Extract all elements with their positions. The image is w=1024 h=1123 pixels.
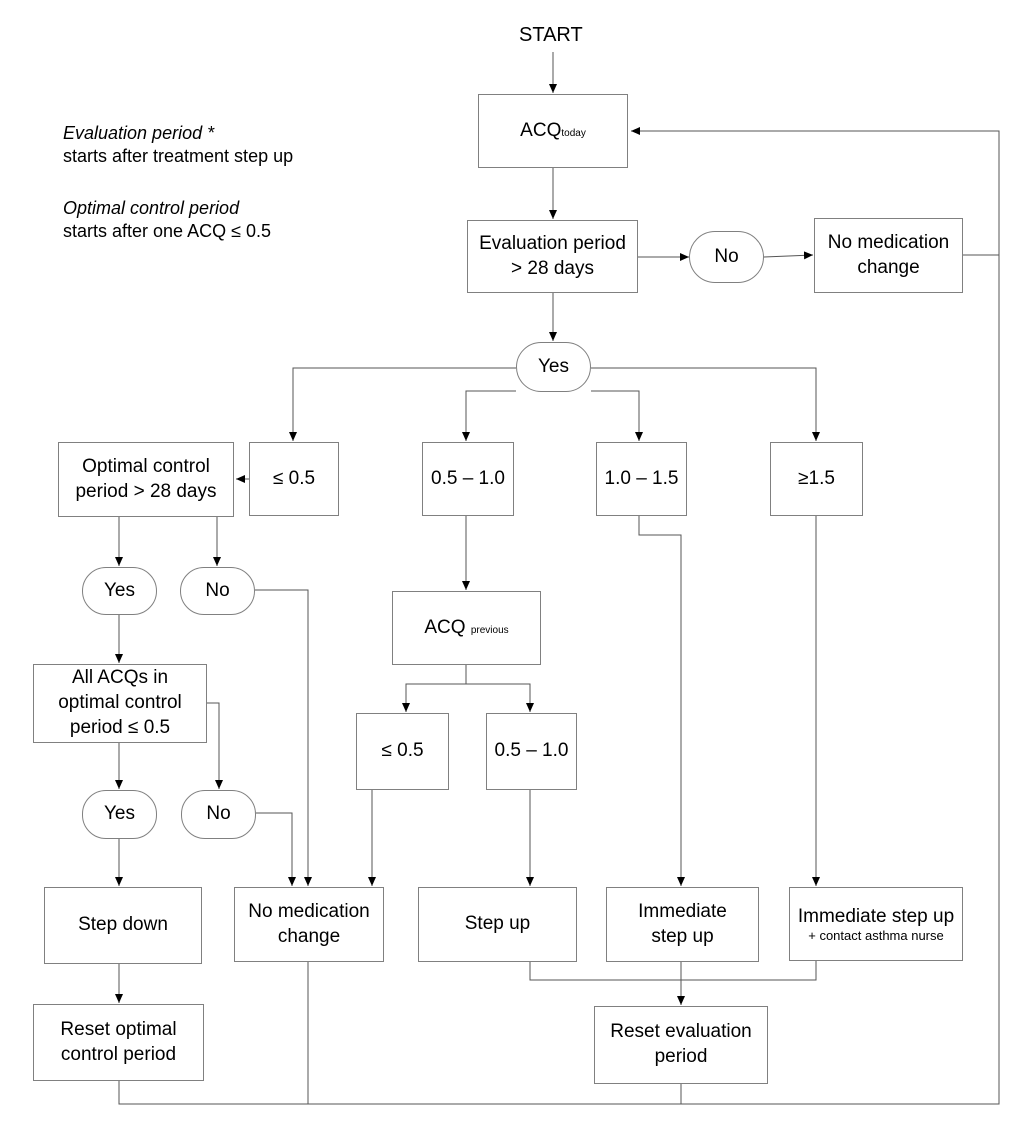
- legend-evaluation: Evaluation period * starts after treatme…: [63, 122, 293, 169]
- reset-optimal-line1: Reset optimal: [60, 1018, 177, 1040]
- range-1-0-1-5: 1.0 – 1.5: [596, 442, 687, 516]
- all-acqs-line2: optimal control: [58, 692, 182, 714]
- immediate-step-up-contact-box: Immediate step up + contact asthma nurse: [789, 887, 963, 961]
- legend-optimal: Optimal control period starts after one …: [63, 197, 271, 244]
- legend-optimal-title: Optimal control period: [63, 198, 240, 218]
- optimal-control-line1: Optimal control: [82, 455, 210, 477]
- reset-evaluation-line1: Reset evaluation: [610, 1021, 752, 1043]
- no-medication-top-line2: change: [857, 256, 920, 278]
- legend-evaluation-title: Evaluation period *: [63, 123, 215, 143]
- acq-previous-box: ACQ previous: [392, 591, 541, 665]
- yes-left-1-label: Yes: [104, 579, 135, 601]
- immediate-step-up-box: Immediate step up: [606, 887, 759, 962]
- prev-range-le-0-5-label: ≤ 0.5: [381, 740, 424, 762]
- range-1-0-1-5-label: 1.0 – 1.5: [604, 467, 679, 489]
- evaluation-period-line2: > 28 days: [511, 257, 594, 279]
- no-left-2: No: [181, 790, 256, 839]
- acq-previous-label: ACQ: [424, 616, 466, 638]
- yes-top-label: Yes: [538, 355, 569, 377]
- prev-range-0-5-1-0-label: 0.5 – 1.0: [494, 740, 569, 762]
- reset-evaluation-line2: period: [654, 1046, 708, 1067]
- evaluation-period-box: Evaluation period > 28 days: [467, 220, 638, 293]
- no-medication-change-top: No medication change: [814, 218, 963, 293]
- step-up-box: Step up: [418, 887, 577, 962]
- range-le-0-5: ≤ 0.5: [249, 442, 339, 516]
- no-medication-bottom-line1: No medication: [248, 900, 370, 922]
- legend-optimal-text: starts after one ACQ ≤ 0.5: [63, 221, 271, 242]
- immediate-step-up-line1: Immediate: [638, 900, 727, 922]
- step-down-label: Step down: [78, 914, 168, 936]
- yes-left-1: Yes: [82, 567, 157, 615]
- step-up-label: Step up: [464, 913, 531, 935]
- reset-optimal-box: Reset optimal control period: [33, 1004, 204, 1081]
- all-acqs-box: All ACQs in optimal control period ≤ 0.5: [33, 664, 207, 743]
- range-ge-1-5-label: ≥1.5: [798, 467, 835, 489]
- yes-left-2: Yes: [82, 790, 157, 839]
- optimal-control-line2: period > 28 days: [75, 480, 217, 502]
- no-medication-bottom-line2: change: [277, 925, 341, 947]
- step-down-box: Step down: [44, 887, 202, 964]
- reset-optimal-line2: control period: [60, 1043, 177, 1065]
- range-le-0-5-label: ≤ 0.5: [272, 467, 316, 489]
- no-left-2-label: No: [206, 803, 231, 825]
- range-ge-1-5: ≥1.5: [770, 442, 863, 516]
- prev-range-0-5-1-0: 0.5 – 1.0: [486, 713, 577, 790]
- no-top: No: [689, 231, 764, 283]
- no-medication-change-bottom: No medication change: [234, 887, 384, 962]
- no-left-1: No: [180, 567, 255, 615]
- evaluation-period-line1: Evaluation period: [479, 232, 626, 254]
- yes-left-2-label: Yes: [104, 803, 135, 825]
- no-top-label: No: [714, 245, 739, 267]
- acq-today-sub: today: [561, 127, 586, 139]
- acq-previous-sub: previous: [470, 624, 509, 636]
- all-acqs-line1: All ACQs in: [71, 667, 169, 689]
- range-0-5-1-0-label: 0.5 – 1.0: [431, 467, 505, 489]
- reset-evaluation-box: Reset evaluation period: [594, 1006, 768, 1084]
- all-acqs-line3: period ≤ 0.5: [69, 716, 171, 738]
- immediate-step-up-line2: step up: [651, 925, 714, 947]
- optimal-control-box: Optimal control period > 28 days: [58, 442, 234, 517]
- prev-range-le-0-5: ≤ 0.5: [356, 713, 449, 790]
- immediate-contact-line1: Immediate step up: [797, 905, 955, 927]
- legend-evaluation-text: starts after treatment step up: [63, 146, 294, 167]
- yes-top: Yes: [516, 342, 591, 392]
- start-label: START: [519, 24, 583, 46]
- acq-today-box: ACQtoday: [478, 94, 628, 168]
- immediate-contact-line2: + contact asthma nurse: [808, 928, 944, 944]
- no-left-1-label: No: [205, 579, 230, 601]
- range-0-5-1-0: 0.5 – 1.0: [422, 442, 514, 516]
- no-medication-top-line1: No medication: [827, 231, 950, 253]
- acq-today-label: ACQ: [520, 119, 562, 141]
